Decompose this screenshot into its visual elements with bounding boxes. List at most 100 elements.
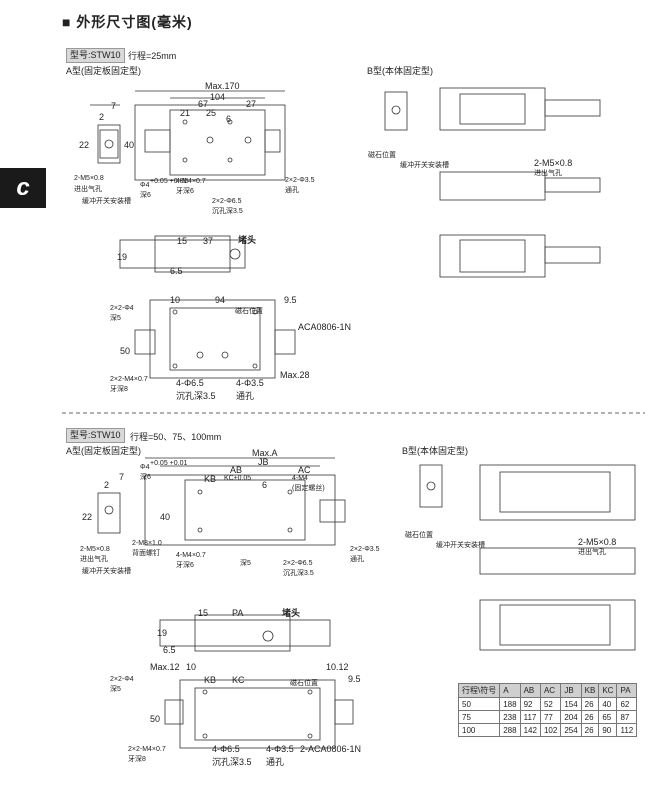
dim-15: 15 (177, 236, 188, 246)
note-m8-sub: 背面螺钉 (132, 550, 160, 557)
note-magnet-b-s2: 磁石位置 (405, 532, 433, 539)
note-buffer-b-s2: 缓冲开关安装槽 (436, 542, 485, 549)
dim-ab: AB (230, 465, 243, 475)
note-phi4b-s2: 2×2-Φ4 (110, 676, 134, 683)
table-header: KC (598, 683, 618, 698)
dim-kb: KB (204, 474, 217, 484)
dim-15-s2: 15 (198, 608, 209, 618)
dim-ac: AC (298, 465, 311, 475)
note-tooth6: 牙深6 (176, 188, 194, 195)
type-b-heading-1: B型(本体固定型) (367, 66, 433, 76)
dim-max12: Max.12 (150, 662, 180, 672)
note-fix-s2: (固定螺丝) (292, 485, 325, 492)
model-label-2: 型号:STW10 (66, 428, 125, 443)
dim-10-s2: 10 (186, 662, 197, 672)
dim-max170: Max.170 (205, 81, 240, 91)
dim-25: 25 (206, 108, 217, 118)
table-header: A (499, 683, 521, 698)
note-plug-s2: 堵头 (282, 608, 301, 618)
note-m5-s2: 2-M5×0.8 (80, 546, 110, 553)
table-cell: 50 (457, 697, 501, 711)
dim-94: 94 (215, 295, 226, 305)
note-m5-b: 2-M5×0.8 (534, 158, 573, 168)
note-phi65: 2×2-Φ6.5 (212, 198, 242, 205)
note-aca: ACA0806-1N (298, 322, 352, 332)
note-m5: 2-M5×0.8 (74, 175, 104, 182)
note-m4c-s2: 2×2-M4×0.7 (128, 746, 166, 753)
note-phi35b: 4-Φ3.5 (236, 378, 264, 388)
note-phi4-s2: Φ4 (140, 464, 150, 471)
dim-kc2: KC (232, 675, 245, 685)
note-phi4b: 2×2-Φ4 (110, 305, 134, 312)
dim-19-s2: 19 (157, 628, 168, 638)
dim-50-s2: 50 (150, 714, 161, 724)
dim-jb: JB (258, 457, 269, 467)
table-cell: 254 (560, 723, 582, 737)
note-phi4: Φ4 (140, 182, 150, 189)
table-header-row: 行程\符号 A AB AC JB KB KC PA (457, 683, 638, 698)
note-magnet-b: 磁石位置 (368, 152, 396, 159)
table-row: 50 188 92 52 154 26 40 62 (457, 697, 638, 711)
dim-50: 50 (120, 346, 131, 356)
type-a-heading-2: A型(固定板固定型) (66, 446, 141, 456)
note-in-out-b-s2: 进出气孔 (578, 549, 606, 556)
table-cell: 117 (519, 710, 541, 724)
table-cell: 26 (580, 697, 600, 711)
dim-21: 21 (180, 108, 191, 118)
note-m4b-s2: 4-M4×0.7 (176, 552, 206, 559)
dim-kb2: KB (204, 675, 217, 685)
note-phi65b: 4-Φ6.5 (176, 378, 204, 388)
table-cell: 100 (457, 723, 501, 737)
note-m4b: 2×2-M4×0.7 (110, 376, 148, 383)
table-cell: 238 (499, 710, 521, 724)
table-cell: 142 (519, 723, 541, 737)
note-through: 通孔 (285, 187, 299, 194)
dim-9-5: 9.5 (284, 295, 297, 305)
table-cell: 87 (616, 710, 638, 724)
note-buffer: 缓冲开关安装槽 (82, 198, 131, 205)
dim-10-12: 10.12 (326, 662, 349, 672)
table-header: 行程\符号 (457, 683, 501, 698)
section-tab: c (0, 168, 46, 208)
table-header: KB (580, 683, 600, 698)
note-counter35b: 沉孔深3.5 (176, 391, 216, 401)
table-cell: 40 (598, 697, 618, 711)
table-header: JB (560, 683, 582, 698)
dim-104: 104 (210, 92, 226, 102)
dim-67: 67 (198, 99, 209, 109)
table-header: AB (519, 683, 541, 698)
note-phi35: 2×2-Φ3.5 (285, 177, 315, 184)
dim-7: 7 (111, 101, 117, 111)
note-plug: 堵头 (238, 235, 257, 245)
table-header: PA (616, 683, 638, 698)
dim-2: 2 (99, 112, 105, 122)
note-m8: 2-M8×1.0 (132, 540, 162, 547)
dim-27: 27 (246, 99, 257, 109)
dim-40-s2: 40 (160, 512, 171, 522)
note-in-out-s2: 进出气孔 (80, 556, 108, 563)
note-buffer-s2: 缓冲开关安装槽 (82, 568, 131, 575)
dim-22-s2: 22 (82, 512, 93, 522)
note-phi4-tol-s2: +0.05 +0.01 (150, 460, 188, 467)
table-cell: 62 (616, 697, 638, 711)
note-phi35b-s2: 4-Φ3.5 (266, 744, 294, 754)
note-counterb-s2: 沉孔深3.5 (212, 757, 252, 767)
table-cell: 90 (598, 723, 618, 737)
spec-table: 行程\符号 A AB AC JB KB KC PA 50 188 92 52 1… (457, 683, 638, 737)
table-cell: 92 (519, 697, 541, 711)
model-label-1: 型号:STW10 (66, 48, 125, 63)
dim-pa: PA (232, 608, 244, 618)
table-cell: 52 (539, 697, 562, 711)
note-phi65b-s2: 4-Φ6.5 (212, 744, 240, 754)
note-m4: 4-M4×0.7 (176, 178, 206, 185)
note-magnet: 磁石位置 (235, 308, 263, 315)
note-depth5: 深5 (110, 315, 121, 322)
note-m5-b-s2: 2-M5×0.8 (578, 537, 617, 547)
table-cell: 112 (616, 723, 638, 737)
table-cell: 75 (457, 710, 501, 724)
table-cell: 204 (560, 710, 582, 724)
dim-6-5: 6.5 (170, 266, 183, 276)
note-phi65-s2: 2×2-Φ6.5 (283, 560, 313, 567)
note-counter35: 沉孔深3.5 (212, 208, 243, 215)
